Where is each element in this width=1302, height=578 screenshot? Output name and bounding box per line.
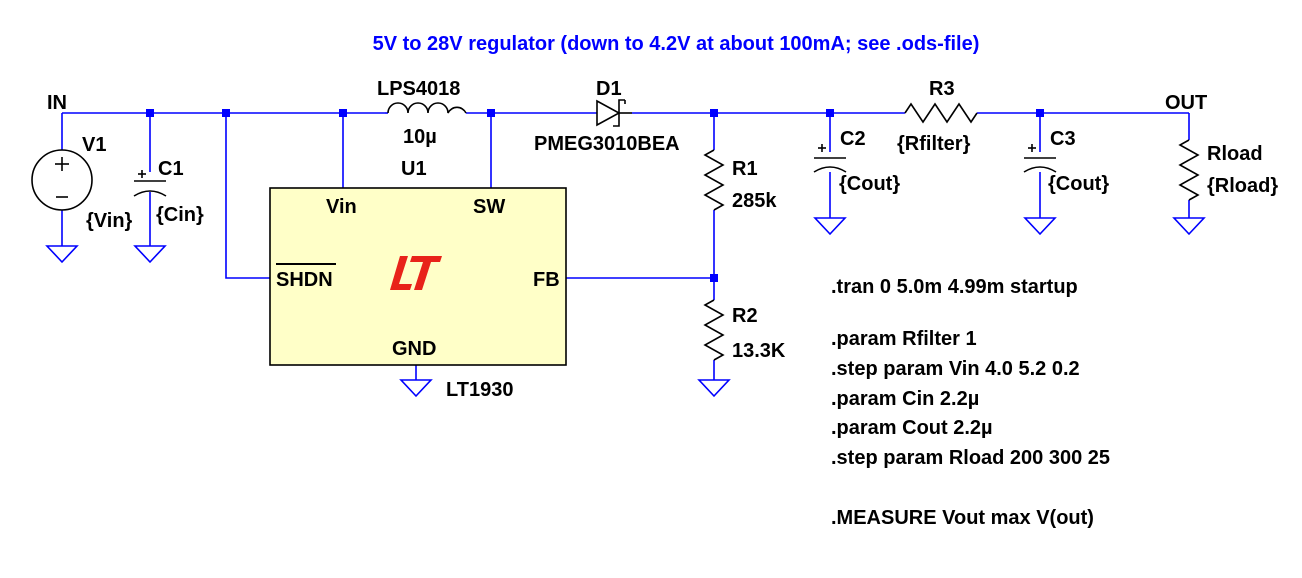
directive-step-rload: .step param Rload 200 300 25 [831,447,1110,469]
u1-part: LT1930 [446,379,513,401]
junction-dot [222,109,230,117]
r3-resistor-symbol [904,102,978,124]
lt-logo-icon [390,256,442,290]
chip-body [269,187,567,366]
c3-name: C3 [1050,128,1076,150]
source-circle [31,149,93,211]
r1-value: 285k [732,190,777,212]
pin-label-shdn: SHDN [276,269,333,291]
r2-name: R2 [732,305,758,327]
rload-resistor-symbol [1178,139,1200,201]
c1-capacitor-symbol [133,170,167,197]
schematic-title: 5V to 28V regulator (down to 4.2V at abo… [373,33,980,55]
r1-name: R1 [732,158,758,180]
r3-name: R3 [929,78,955,100]
resistor-zigzag [703,149,725,211]
inductor-name: LPS4018 [377,78,460,100]
pin-label-gnd: GND [392,338,436,360]
junction-dot [487,109,495,117]
c2-value: {Cout} [839,173,900,195]
directive-param-cin: .param Cin 2.2µ [831,388,979,410]
c3-capacitor-symbol [1023,144,1057,173]
d1-name: D1 [596,78,622,100]
junction-dot [1036,109,1044,117]
ground-symbol [1023,217,1057,236]
capacitor-plate-curved [133,190,167,197]
pin-label-vin: Vin [326,196,357,218]
junction-dot [146,109,154,117]
net-label-in: IN [47,92,67,114]
resistor-zigzag [703,299,725,361]
r3-value: {Rfilter} [897,133,971,155]
c2-name: C2 [840,128,866,150]
ground-symbol [399,379,433,398]
rload-value: {Rload} [1207,175,1278,197]
v1-name: V1 [82,134,106,156]
directive-tran: .tran 0 5.0m 4.99m startup [831,276,1078,298]
diode-triangle [596,99,621,127]
r2-resistor-symbol [703,299,725,361]
r2-value: 13.3K [732,340,786,362]
wires [61,112,1190,380]
resistor-zigzag [1178,139,1200,201]
r1-resistor-symbol [703,149,725,211]
junction-dot [339,109,347,117]
junction-dot [826,109,834,117]
ground-symbol [45,245,79,264]
c1-name: C1 [158,158,184,180]
directive-measure: .MEASURE Vout max V(out) [831,507,1094,529]
pin-label-fb: FB [533,269,560,291]
pin-label-sw: SW [473,196,505,218]
v1-source-symbol [31,149,93,211]
inductor-value: 10µ [403,126,437,148]
c2-capacitor-symbol [813,144,847,173]
labels: IN OUT V1 {Vin} C1 {Cin} LPS4018 10µ U1 … [47,78,1278,401]
wire-shdn [225,113,270,279]
junctions [146,109,1044,282]
spice-directives: .tran 0 5.0m 4.99m startup .param Rfilte… [831,276,1110,529]
diode-symbol [596,99,632,127]
capacitor-plate-curved [1023,166,1057,173]
v1-value: {Vin} [86,210,133,232]
directive-param-rfilter: .param Rfilter 1 [831,328,977,350]
u1-name: U1 [401,158,427,180]
capacitor-plate-curved [813,166,847,173]
grounds [45,217,1206,398]
u1-chip [269,187,567,366]
inductor-symbol [385,102,467,114]
ground-symbol [813,217,847,236]
ground-symbol [697,379,731,398]
c1-value: {Cin} [156,204,204,226]
resistor-zigzag [904,102,978,124]
ground-symbol [133,245,167,264]
directive-step-vin: .step param Vin 4.0 5.2 0.2 [831,358,1080,380]
ground-symbol [1172,217,1206,236]
d1-value: PMEG3010BEA [534,133,680,155]
junction-dot [710,274,718,282]
inductor-coil [387,102,467,114]
directive-param-cout: .param Cout 2.2µ [831,417,993,439]
rload-name: Rload [1207,143,1263,165]
net-label-out: OUT [1165,92,1207,114]
junction-dot [710,109,718,117]
c3-value: {Cout} [1048,173,1109,195]
